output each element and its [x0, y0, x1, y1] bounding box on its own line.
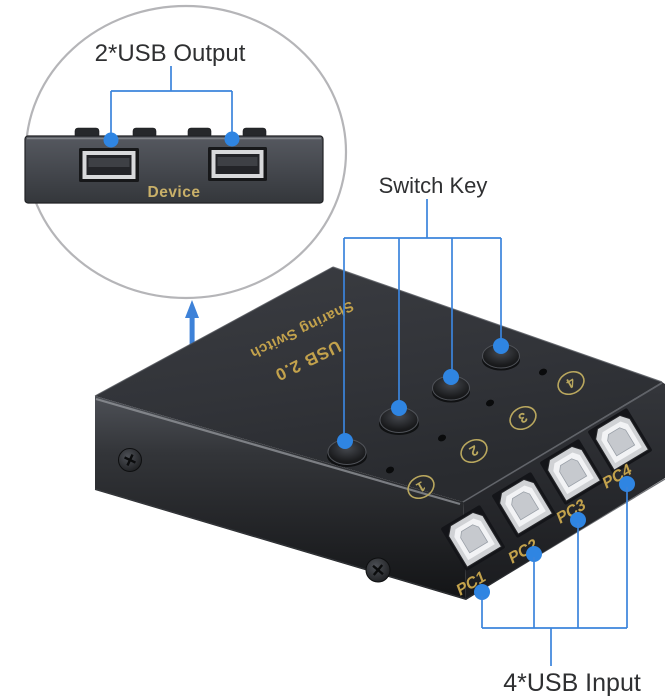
device-left-face — [95, 396, 466, 600]
left-bottom-edge — [94, 488, 467, 600]
usb-b-port-2-icon — [492, 472, 556, 538]
leader-dot — [224, 131, 240, 147]
leader-dot — [474, 584, 490, 600]
device-top-face — [95, 267, 662, 502]
inset-rear-view: Device — [24, 4, 348, 300]
screw-1 — [118, 448, 142, 472]
usb-switch-device: Sharing Switch USB 2.0 — [94, 266, 665, 600]
led-hole-3 — [485, 399, 495, 407]
usb-a-port-1-icon — [79, 148, 139, 182]
back-left-edge — [94, 266, 334, 397]
back-right-edge — [332, 266, 663, 383]
usb-b-port-3-icon — [540, 439, 604, 505]
up-arrow-icon — [185, 300, 199, 345]
input-callout: 4*USB Input — [474, 476, 641, 697]
usb-b-port-1-icon — [441, 505, 505, 571]
output-callout-label: 2*USB Output — [95, 40, 246, 67]
leader-dot — [526, 546, 542, 562]
leader-dot — [443, 369, 459, 385]
leader-dot — [103, 132, 119, 148]
switch-button-3 — [432, 375, 470, 403]
left-top-rim-highlight — [95, 397, 461, 506]
switch-key-leader-lines — [343, 199, 502, 437]
switch-key-label: Switch Key — [379, 173, 488, 198]
usb-a-port-2-icon — [208, 147, 267, 181]
switch-key-callout: Switch Key — [337, 173, 509, 449]
leader-dot — [337, 433, 353, 449]
input-callout-label: 4*USB Input — [503, 669, 641, 697]
screw-2 — [365, 557, 391, 583]
front-top-rim-highlight — [462, 382, 663, 503]
led-hole-4 — [538, 368, 548, 376]
leader-dot — [570, 512, 586, 528]
leader-dot — [619, 476, 635, 492]
input-leader-lines — [481, 487, 628, 666]
led-holes — [385, 368, 548, 474]
leader-dot — [391, 400, 407, 416]
usb-b-port-4-icon — [588, 408, 652, 474]
usb-b-ports — [441, 408, 652, 571]
output-leader-lines — [110, 66, 233, 133]
led-hole-1 — [385, 466, 395, 474]
led-hole-2 — [437, 434, 447, 442]
leader-dot — [493, 338, 509, 354]
switch-button-2 — [379, 407, 419, 435]
output-callout: 2*USB Output — [95, 40, 246, 148]
switch-buttons — [327, 343, 520, 467]
switch-button-1 — [327, 439, 367, 467]
front-bottom-edge — [465, 478, 665, 600]
device-panel-label: Device — [148, 184, 201, 201]
